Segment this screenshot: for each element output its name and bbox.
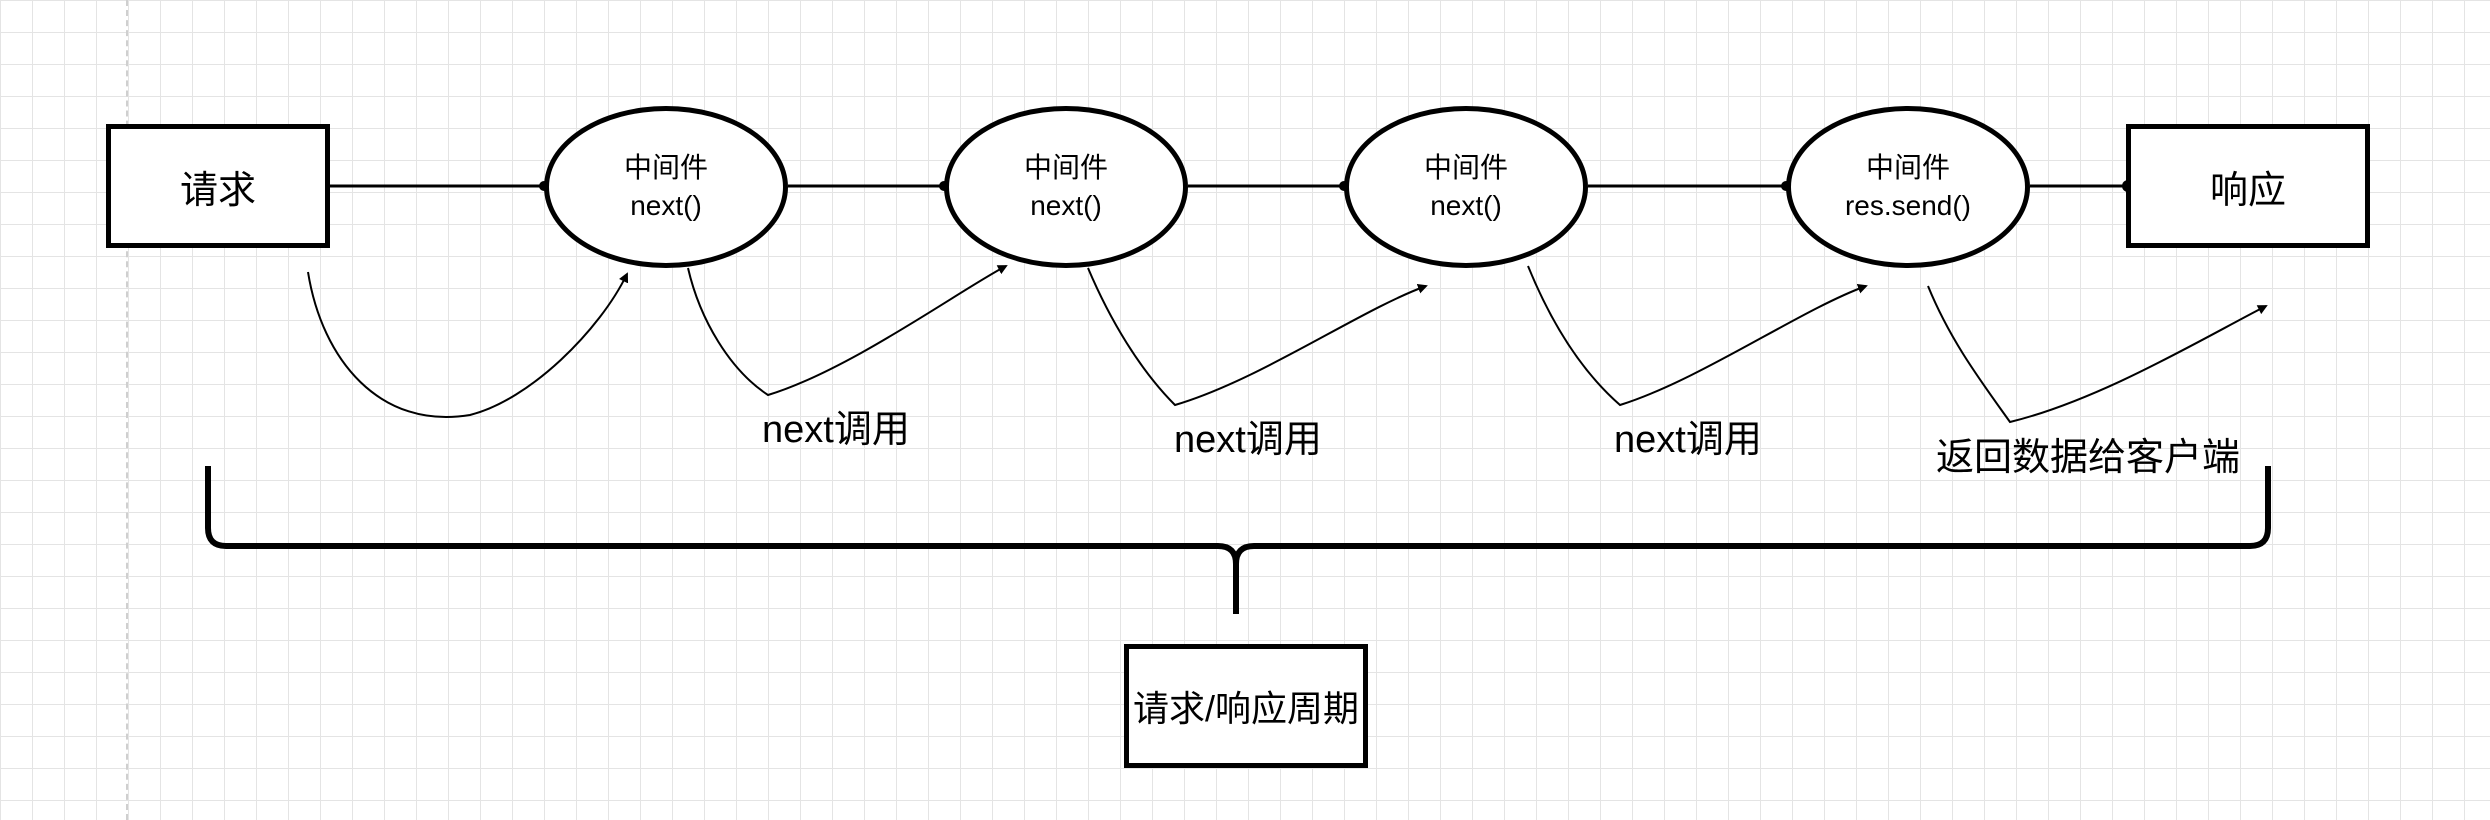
transition-label-2: next调用 — [1174, 419, 1322, 461]
flow-arrow-mw1-to-mw2 — [687, 265, 1008, 397]
cycle-label: 请求/响应周期 — [1132, 688, 1359, 729]
transition-label-1: next调用 — [762, 409, 910, 451]
middleware-node-4: 中间件 res.send() — [1786, 106, 2030, 268]
middleware-call: next() — [1030, 190, 1102, 221]
middleware-node-3: 中间件 next() — [1344, 106, 1588, 268]
middleware-title: 中间件 — [1423, 152, 1508, 184]
request-box: 请求 — [106, 124, 330, 248]
middleware-call: res.send() — [1844, 190, 1972, 221]
cycle-brace — [205, 466, 2271, 614]
page-guide-line — [126, 0, 128, 820]
flow-arrow-request-to-mw1 — [307, 271, 629, 418]
middleware-call: next() — [630, 190, 702, 221]
transition-label-3: next调用 — [1614, 419, 1762, 461]
request-label: 请求 — [179, 169, 256, 212]
middleware-title: 中间件 — [1023, 152, 1108, 184]
middleware-node-2: 中间件 next() — [944, 106, 1188, 268]
flow-arrow-mw4-to-response — [1927, 285, 2268, 424]
middleware-call: next() — [1430, 190, 1502, 221]
response-label: 响应 — [2209, 169, 2286, 212]
flow-arrow-mw2-to-mw3 — [1087, 267, 1428, 407]
middleware-node-1: 中间件 next() — [544, 106, 788, 268]
response-box: 响应 — [2126, 124, 2370, 248]
transition-label-4: 返回数据给客户端 — [1936, 437, 2241, 479]
middleware-title: 中间件 — [623, 152, 708, 184]
flow-arrow-mw3-to-mw4 — [1527, 265, 1868, 407]
cycle-box: 请求/响应周期 — [1124, 644, 1368, 768]
middleware-title: 中间件 — [1865, 152, 1950, 184]
